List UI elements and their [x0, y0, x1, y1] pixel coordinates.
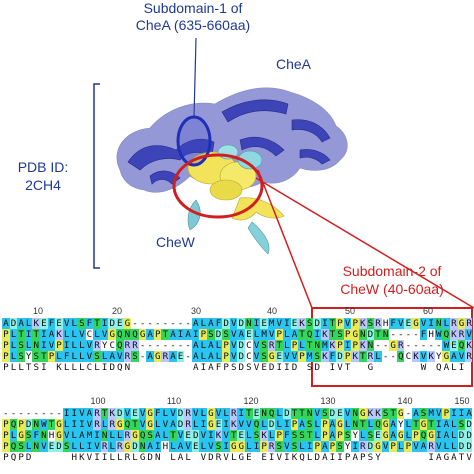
ruler-tick-label: 110: [166, 396, 182, 406]
ruler-bottom: 100 110 120 130 140 150: [0, 396, 474, 408]
callout-line-right: [255, 177, 474, 309]
ruler-tick-label: 30: [190, 306, 202, 316]
ruler-tick-label: 140: [397, 396, 413, 406]
ruler-tick-label: 120: [243, 396, 259, 406]
ruler-tick-label: 20: [111, 306, 123, 316]
subdomain2-label: Subdomain-2 of CheW (40-60aa): [312, 262, 472, 298]
ruler-tick-label: 60: [422, 306, 434, 316]
ruler-tick-label: 10: [32, 306, 44, 316]
subdomain1-label: Subdomain-1 of CheA (635-660aa): [108, 0, 278, 34]
subdomain2-label-line2: CheW (40-60aa): [340, 281, 444, 297]
pdb-label-line1: PDB ID:: [17, 159, 69, 175]
ruler-tick-label: 50: [344, 306, 356, 316]
ruler-tick-label: 130: [320, 396, 336, 406]
ruler-tick-label: 150: [454, 396, 470, 406]
subdomain1-label-line2: CheA (635-660aa): [135, 17, 251, 33]
subdomain1-highlight-ellipse: [176, 115, 212, 167]
chew-label: CheW: [156, 234, 195, 250]
chea-label: CheA: [276, 56, 312, 72]
subdomain2-highlight-ellipse: [172, 153, 264, 219]
chea-structure: [116, 87, 348, 193]
subdomain2-label-line1: Subdomain-2 of: [342, 263, 442, 279]
callout-line-left: [257, 169, 313, 309]
pdb-label: PDB ID: 2CH4: [4, 158, 82, 194]
pdb-label-line2: 2CH4: [25, 177, 61, 193]
pdb-bracket: [93, 83, 100, 269]
ruler-top: 10 20 30 40 50 60: [0, 306, 474, 318]
ruler-tick-label: 100: [90, 396, 106, 406]
ruler-tick-label: 40: [266, 306, 278, 316]
subdomain1-label-line1: Subdomain-1 of: [143, 0, 243, 16]
